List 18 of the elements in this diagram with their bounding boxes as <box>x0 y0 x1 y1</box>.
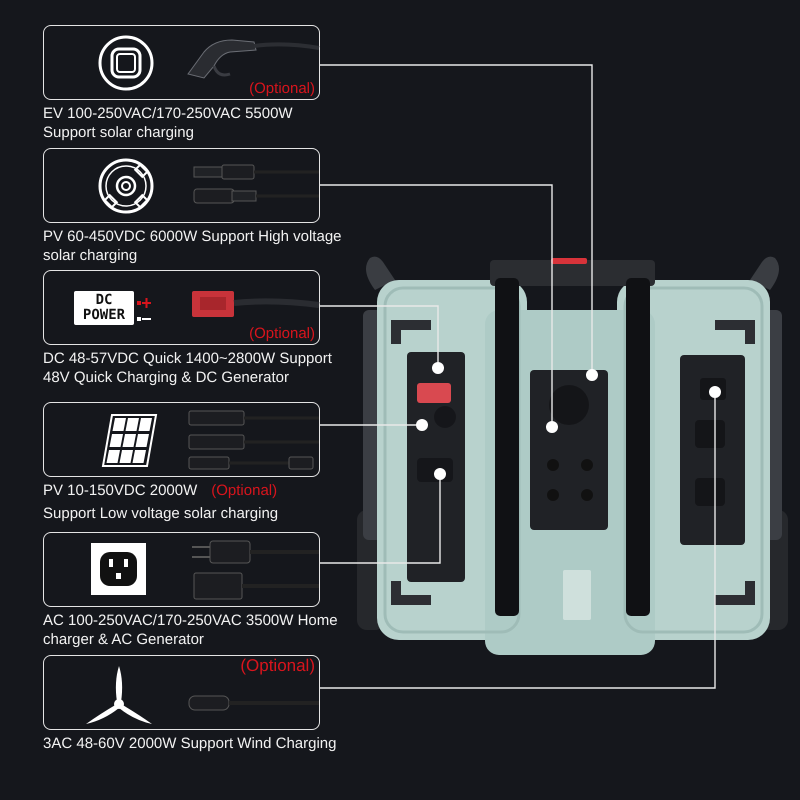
leader-line <box>320 305 439 362</box>
leader-line <box>320 64 593 369</box>
leader-line <box>320 424 416 426</box>
spec-caption: PV 60-450VDC 6000W Support High voltage solar charging <box>43 227 343 265</box>
optional-note: (Optional) <box>249 80 315 98</box>
spec-text: PV 10-150VDC 2000W <box>43 481 198 500</box>
spec-caption: EV 100-250VAC/170-250VAC 5500W Support solar charging <box>43 104 294 142</box>
spec-caption: AC 100-250VAC/170-250VAC 3500W Home charger & AC Generator <box>43 611 339 649</box>
optional-note: (Optional) <box>211 481 278 500</box>
optional-note: (Optional) <box>240 657 315 675</box>
leader-line <box>320 480 441 564</box>
dc-power-label: DC POWER <box>74 291 134 325</box>
leader-line <box>320 398 716 689</box>
spec-caption: DC 48-57VDC Quick 1400~2800W Support 48V Quick Charging & DC Generator <box>43 349 333 387</box>
spec-caption: Support Low voltage solar charging <box>43 504 280 523</box>
optional-note: (Optional) <box>249 325 315 343</box>
spec-caption: 3AC 48-60V 2000W Support Wind Charging <box>43 734 338 753</box>
leader-line <box>320 184 553 421</box>
